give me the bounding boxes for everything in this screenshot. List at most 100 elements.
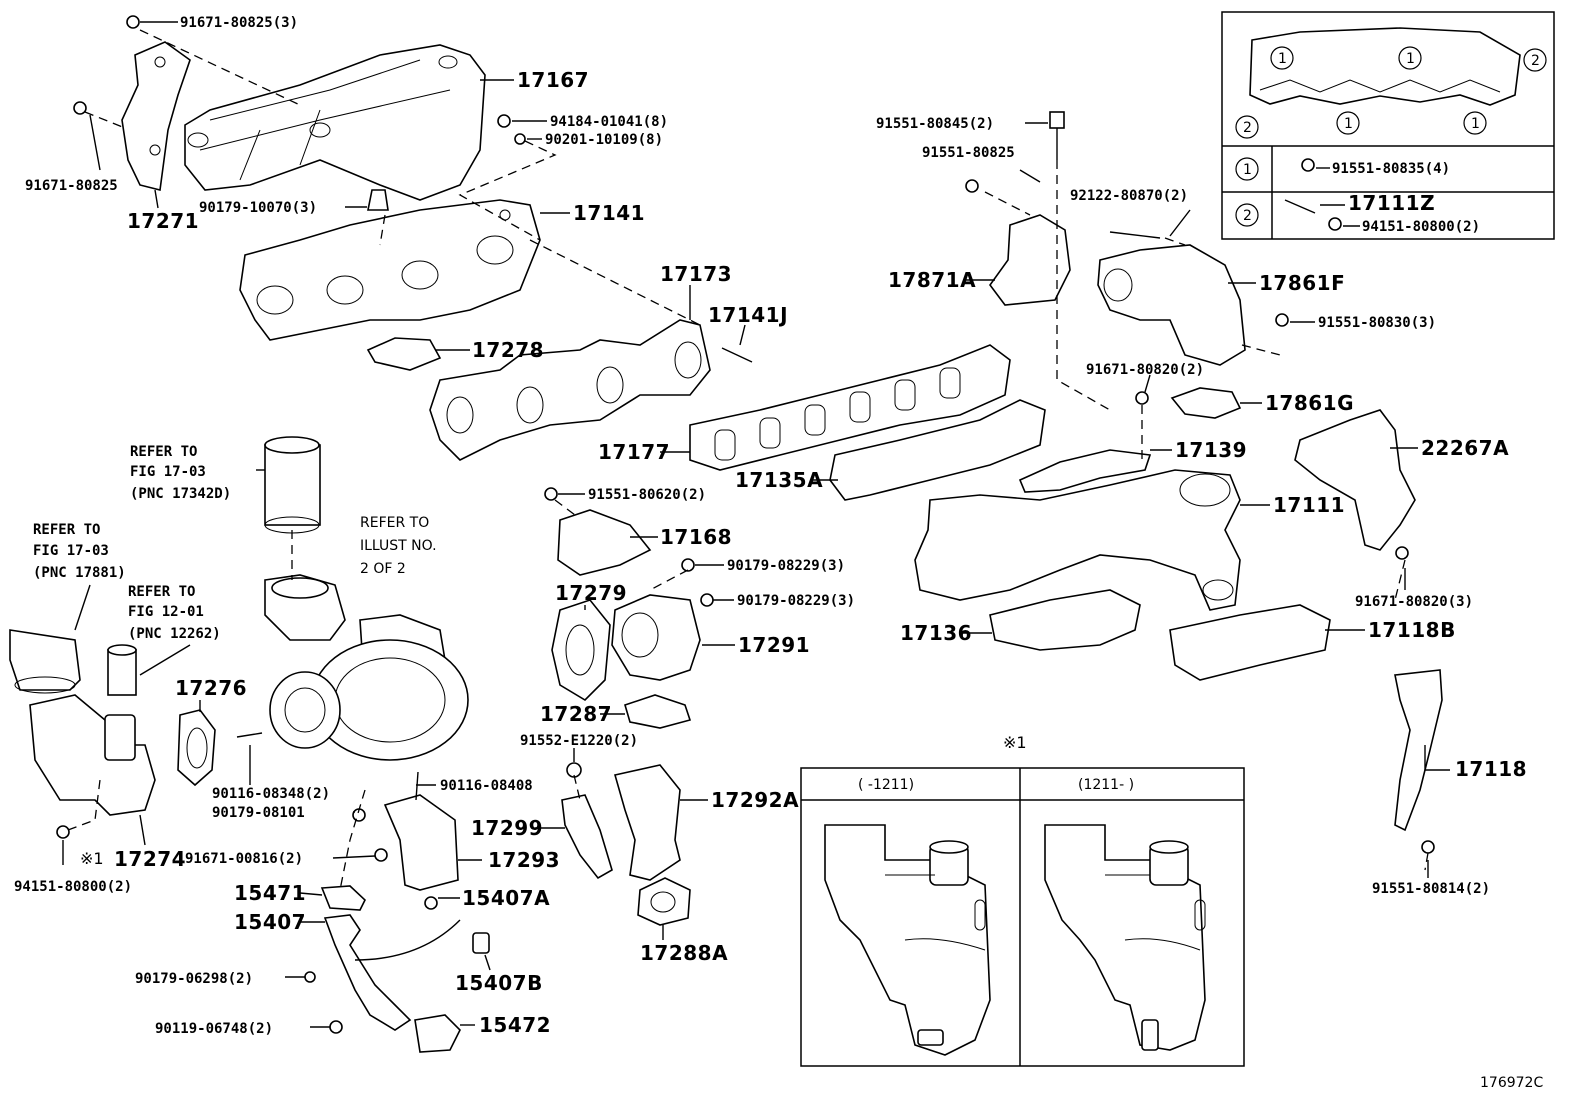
label-17177: 17177 bbox=[598, 440, 670, 464]
label-17118b: 17118B bbox=[1368, 618, 1456, 642]
label-15407b: 15407B bbox=[455, 971, 543, 995]
ref3-line2: FIG 12-01 bbox=[128, 604, 204, 620]
oil-pipe-branch bbox=[354, 919, 461, 961]
label-94151-80800: 94151-80800(2) bbox=[14, 879, 132, 895]
heat-insulator-17167 bbox=[184, 44, 486, 201]
label-94184-01041: 94184-01041(8) bbox=[550, 114, 668, 130]
legend-1-mark: 1 bbox=[1243, 162, 1252, 178]
label-17173: 17173 bbox=[660, 262, 732, 286]
label-15407: 15407 bbox=[234, 910, 306, 934]
label-17293: 17293 bbox=[488, 848, 560, 872]
label-17135a: 17135A bbox=[735, 468, 823, 492]
gasket-17279 bbox=[551, 599, 611, 702]
label-91671-80820-2: 91671-80820(2) bbox=[1086, 362, 1204, 378]
label-17288a: 17288A bbox=[640, 941, 728, 965]
exhaust-manifold-17141 bbox=[239, 199, 541, 341]
legend-1-part: 91551-80835(4) bbox=[1332, 161, 1450, 177]
gasket-17288a bbox=[637, 877, 691, 926]
label-17291: 17291 bbox=[738, 633, 810, 657]
bracket-17871a bbox=[989, 214, 1071, 306]
intake-manifold-17111 bbox=[914, 469, 1241, 611]
ref1-line3: (PNC 17342D) bbox=[130, 486, 231, 502]
diagram-id: 176972C bbox=[1480, 1075, 1543, 1091]
intake-hose-17881 bbox=[9, 629, 81, 694]
label-91552-e1220: 91552-E1220(2) bbox=[520, 733, 638, 749]
label-17111: 17111 bbox=[1273, 493, 1345, 517]
bracket-22267a bbox=[1294, 409, 1416, 551]
ref4-line1: REFER TO bbox=[360, 515, 429, 531]
gasket-17287 bbox=[624, 694, 692, 729]
label-91551-80830: 91551-80830(3) bbox=[1318, 315, 1436, 331]
pipe-17292a bbox=[613, 764, 681, 881]
label-90119-06748: 90119-06748(2) bbox=[155, 1021, 273, 1037]
elbow-17291 bbox=[611, 594, 701, 681]
label-91551-80814: 91551-80814(2) bbox=[1372, 881, 1490, 897]
label-17136: 17136 bbox=[900, 621, 972, 645]
label-17299: 17299 bbox=[471, 816, 543, 840]
bracket-17271 bbox=[121, 41, 191, 191]
ref2-line3: (PNC 17881) bbox=[33, 565, 126, 581]
gasket-15472 bbox=[414, 1014, 461, 1053]
label-17118: 17118 bbox=[1455, 757, 1527, 781]
label-17271: 17271 bbox=[127, 209, 199, 233]
fasteners bbox=[56, 15, 1435, 1034]
bracket-17118 bbox=[1394, 669, 1443, 832]
connector-lines bbox=[67, 29, 1429, 891]
label-15407a: 15407A bbox=[462, 886, 550, 910]
label-17276: 17276 bbox=[175, 676, 247, 700]
stud-17141j bbox=[721, 347, 753, 363]
label-90179-10070: 90179-10070(3) bbox=[199, 200, 317, 216]
legend-2-mark: 2 bbox=[1243, 208, 1252, 224]
pipe-12262 bbox=[107, 644, 137, 696]
gasket-17861g bbox=[1170, 387, 1242, 419]
inset-title-mark: ※1 bbox=[1003, 733, 1027, 752]
gasket-17177 bbox=[689, 344, 1011, 471]
label-91551-80620: 91551-80620(2) bbox=[588, 487, 706, 503]
label-17861g: 17861G bbox=[1265, 391, 1354, 415]
bracket-17139 bbox=[1018, 449, 1152, 493]
label-17292a: 17292A bbox=[711, 788, 799, 812]
label-17141j: 17141J bbox=[708, 303, 788, 327]
cover-17135a bbox=[829, 399, 1046, 501]
inset-gasket-detail: 1 1 1 1 2 2 1 91551-80835(4) 2 17111Z 94… bbox=[1221, 11, 1555, 240]
leader-lines bbox=[62, 21, 1450, 1028]
inset-col-right: (1211- ) bbox=[1078, 777, 1134, 793]
label-17167: 17167 bbox=[517, 68, 589, 92]
elbow-17274 bbox=[29, 694, 156, 816]
label-17168: 17168 bbox=[660, 525, 732, 549]
label-17141: 17141 bbox=[573, 201, 645, 225]
bracket-17293 bbox=[383, 794, 459, 891]
ref4-line2: ILLUST NO. bbox=[360, 538, 437, 554]
label-15471: 15471 bbox=[234, 881, 306, 905]
ref3-line1: REFER TO bbox=[128, 584, 195, 600]
label-17871a: 17871A bbox=[888, 268, 976, 292]
label-17279: 17279 bbox=[555, 581, 627, 605]
bracket-17118b bbox=[1169, 604, 1331, 681]
label-17287: 17287 bbox=[540, 702, 612, 726]
insulator-17168 bbox=[557, 509, 652, 576]
label-90179-08229-a: 90179-08229(3) bbox=[727, 558, 845, 574]
gasket-17278 bbox=[366, 337, 442, 371]
legend-2-part-b: 94151-80800(2) bbox=[1362, 219, 1480, 235]
ref3-line3: (PNC 12262) bbox=[128, 626, 221, 642]
label-note-1: ※1 bbox=[80, 849, 104, 868]
turbocharger bbox=[264, 574, 469, 761]
label-17278: 17278 bbox=[472, 338, 544, 362]
label-92122-80870: 92122-80870(2) bbox=[1070, 188, 1188, 204]
legend-2-part-a: 17111Z bbox=[1348, 191, 1435, 215]
cover-17136 bbox=[989, 589, 1141, 651]
ref4-line3: 2 OF 2 bbox=[360, 561, 406, 577]
label-22267a: 22267A bbox=[1421, 436, 1509, 460]
inset-marker-1b: 1 bbox=[1406, 51, 1415, 67]
inset-col-left: ( -1211) bbox=[858, 777, 914, 793]
inset-marker-1d: 1 bbox=[1471, 116, 1480, 132]
pipe-17861f bbox=[1097, 244, 1246, 366]
inset-marker-2b: 2 bbox=[1531, 53, 1540, 69]
label-17274: 17274 bbox=[114, 847, 186, 871]
label-15472: 15472 bbox=[479, 1013, 551, 1037]
inset-marker-2a: 2 bbox=[1243, 120, 1252, 136]
label-90201-10109: 90201-10109(8) bbox=[545, 132, 663, 148]
label-91551-80825: 91551-80825 bbox=[922, 145, 1015, 161]
